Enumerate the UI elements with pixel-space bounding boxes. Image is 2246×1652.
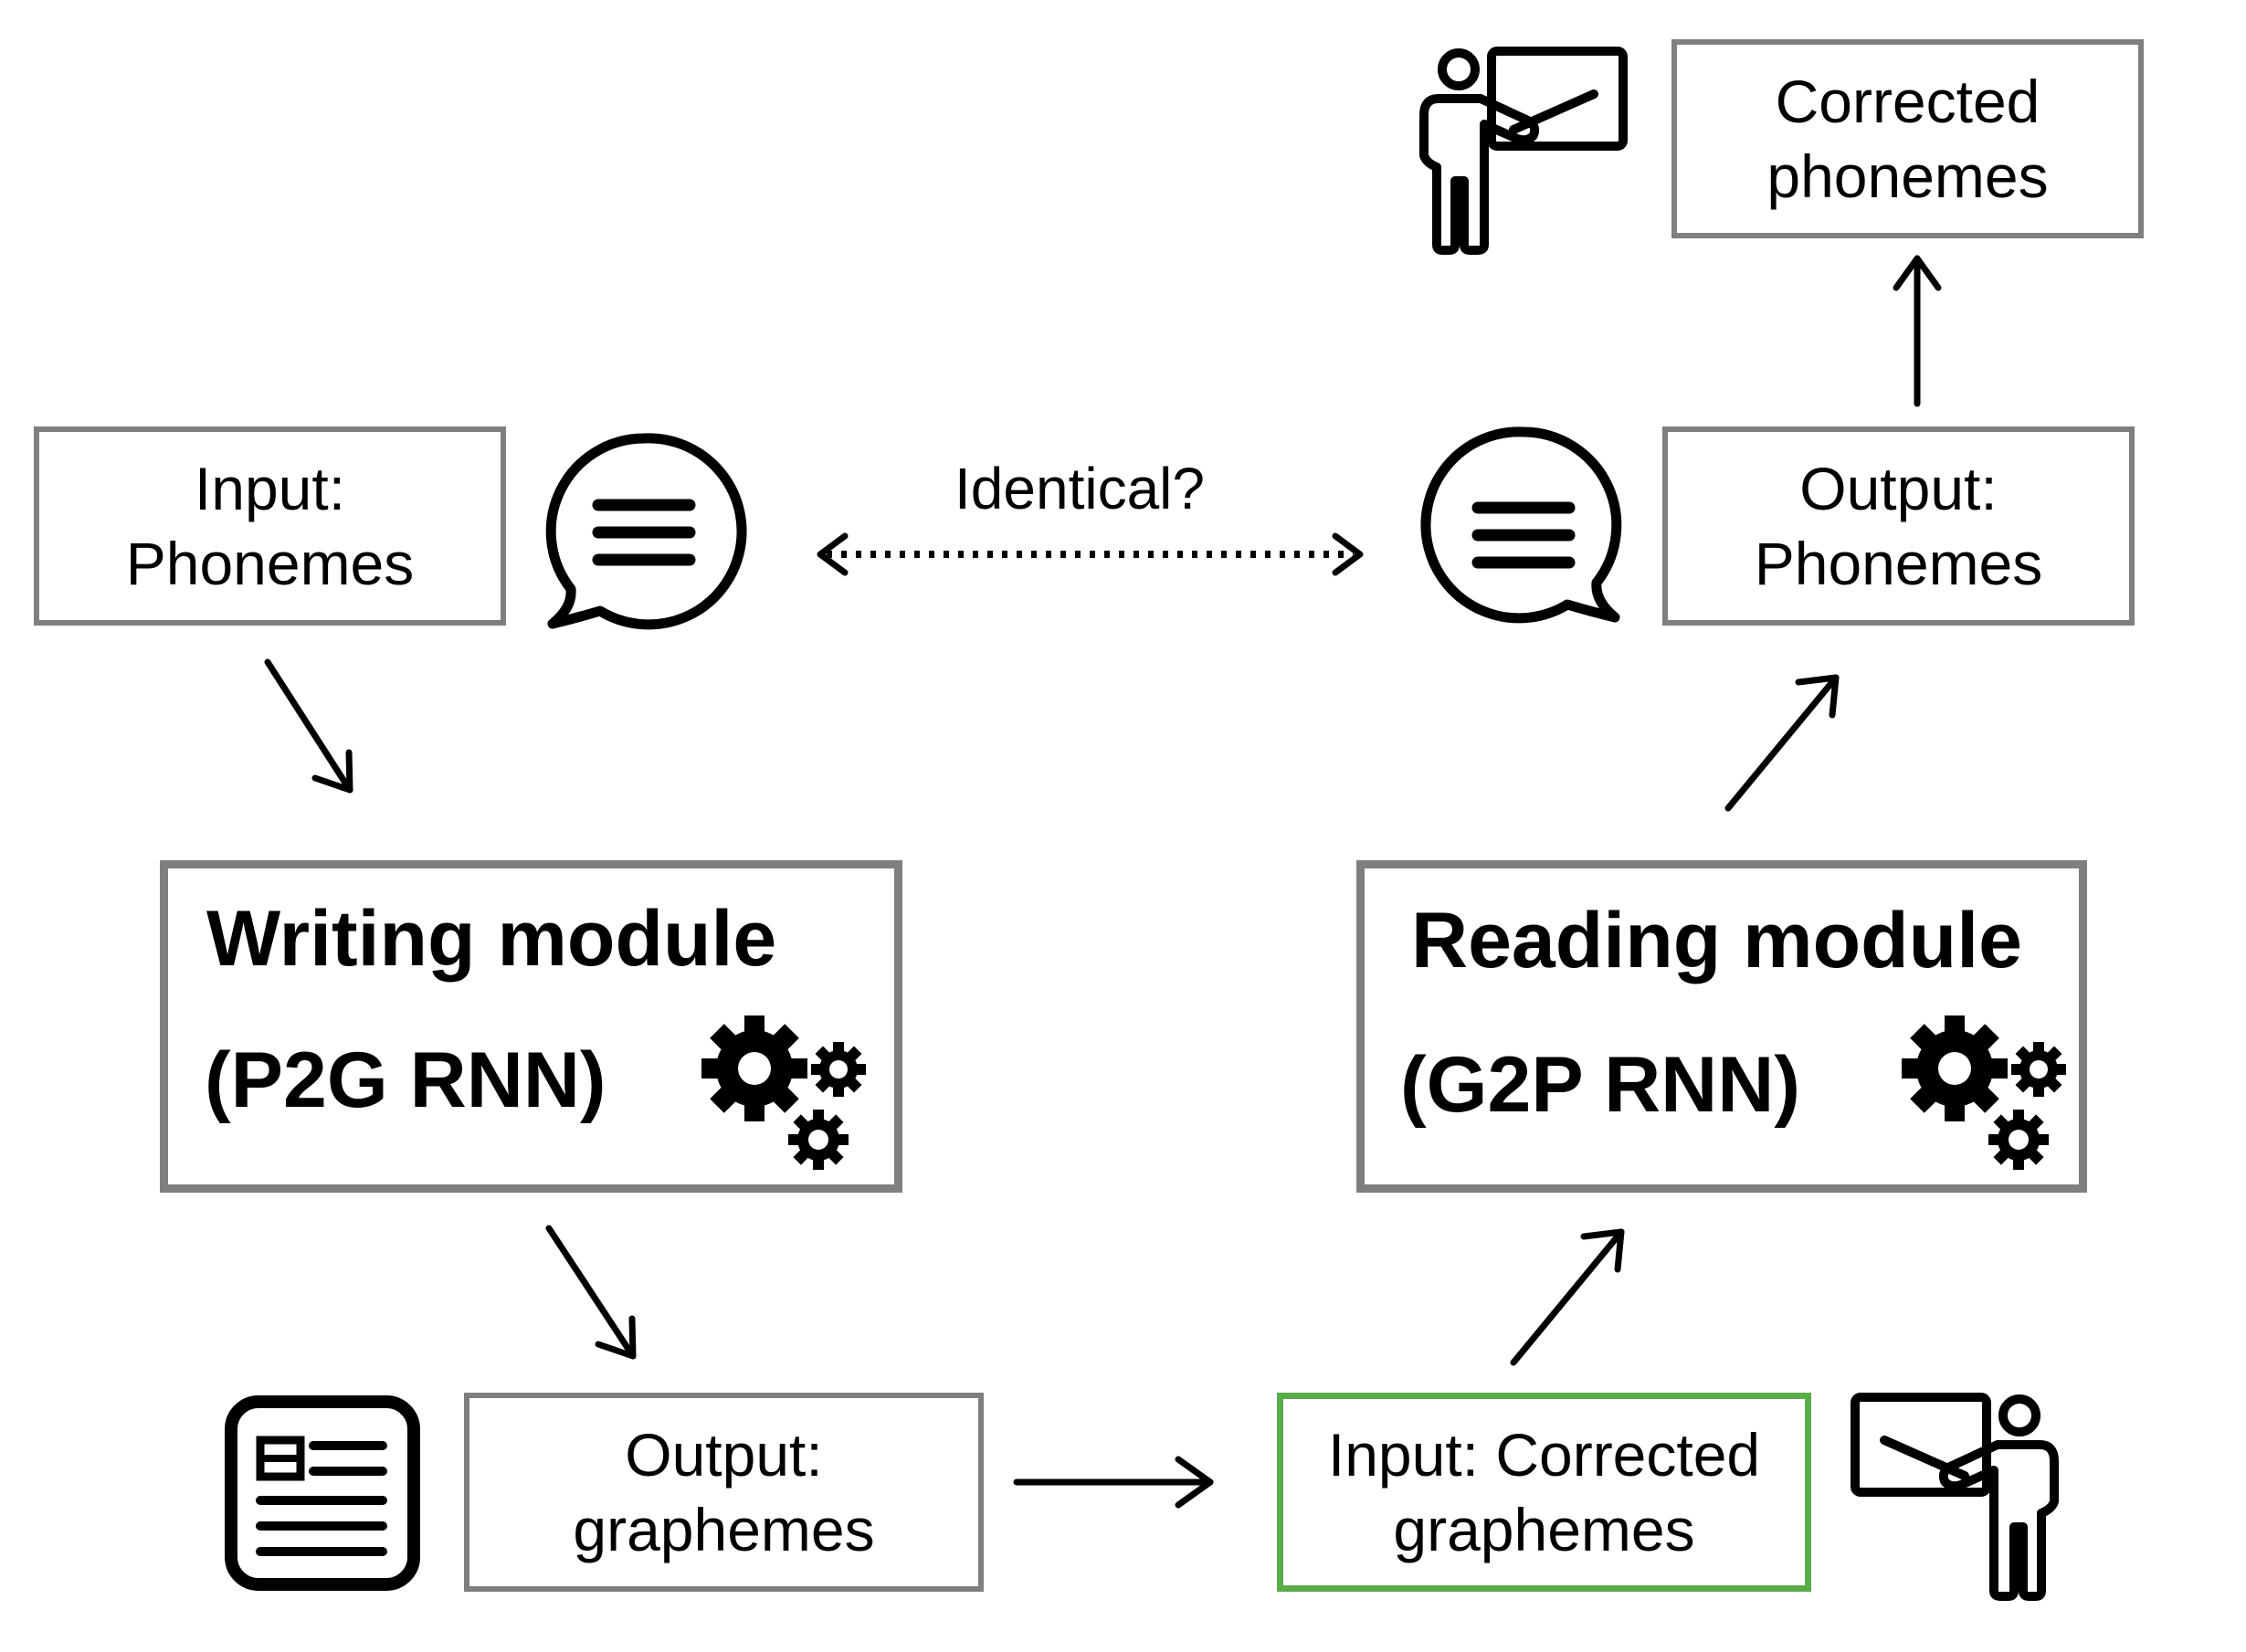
input-corrected-graphemes-label-2: graphemes — [1393, 1496, 1695, 1563]
arrow-reading-to-output — [1724, 674, 1840, 812]
writing-module-box — [160, 860, 902, 1193]
output-phonemes-box: Output: Phonemes — [1662, 426, 2135, 626]
arrow-identical-dotted — [817, 532, 1364, 576]
output-phonemes-label-1: Output: — [1799, 455, 1998, 522]
output-graphemes-label-1: Output: — [625, 1421, 823, 1489]
output-graphemes-label-2: graphemes — [573, 1496, 875, 1563]
gears-icon — [1902, 1015, 2066, 1170]
writing-module-title: Writing module — [206, 895, 777, 983]
arrow-output-to-corrected-phonemes — [1893, 255, 1942, 407]
corrected-phonemes-label-1: Corrected — [1775, 68, 2040, 135]
input-phonemes-label-1: Input: — [194, 455, 346, 522]
document-icon — [225, 1395, 420, 1591]
input-corrected-graphemes-box: Input: Corrected graphemes — [1277, 1393, 1811, 1592]
writing-module-subtitle: (P2G RNN) — [205, 1036, 606, 1124]
teacher-icon — [1419, 47, 1628, 255]
reading-module-box — [1356, 860, 2087, 1193]
input-phonemes-box: Input: Phonemes — [34, 426, 506, 626]
teacher-icon — [1851, 1393, 2059, 1601]
arrow-corrected-input-to-reading — [1510, 1228, 1625, 1366]
input-phonemes-label-2: Phonemes — [125, 530, 415, 597]
arrow-writing-to-output — [545, 1225, 637, 1360]
reading-module-title: Reading module — [1411, 897, 2022, 984]
arrow-output-to-corrected-input — [1013, 1456, 1214, 1509]
speech-bubble-icon — [545, 433, 747, 630]
input-corrected-graphemes-label-1: Input: Corrected — [1327, 1421, 1761, 1489]
speech-bubble-icon — [1420, 426, 1622, 624]
corrected-phonemes-label-2: phonemes — [1766, 142, 2049, 210]
reading-module-subtitle: (G2P RNN) — [1400, 1041, 1801, 1129]
gears-icon — [701, 1015, 866, 1170]
arrow-input-to-writing — [264, 658, 353, 794]
output-graphemes-box: Output: graphemes — [464, 1393, 984, 1592]
identical-label: Identical? — [954, 456, 1205, 521]
corrected-phonemes-box: Corrected phonemes — [1671, 39, 2144, 238]
output-phonemes-label-2: Phonemes — [1754, 530, 2043, 597]
